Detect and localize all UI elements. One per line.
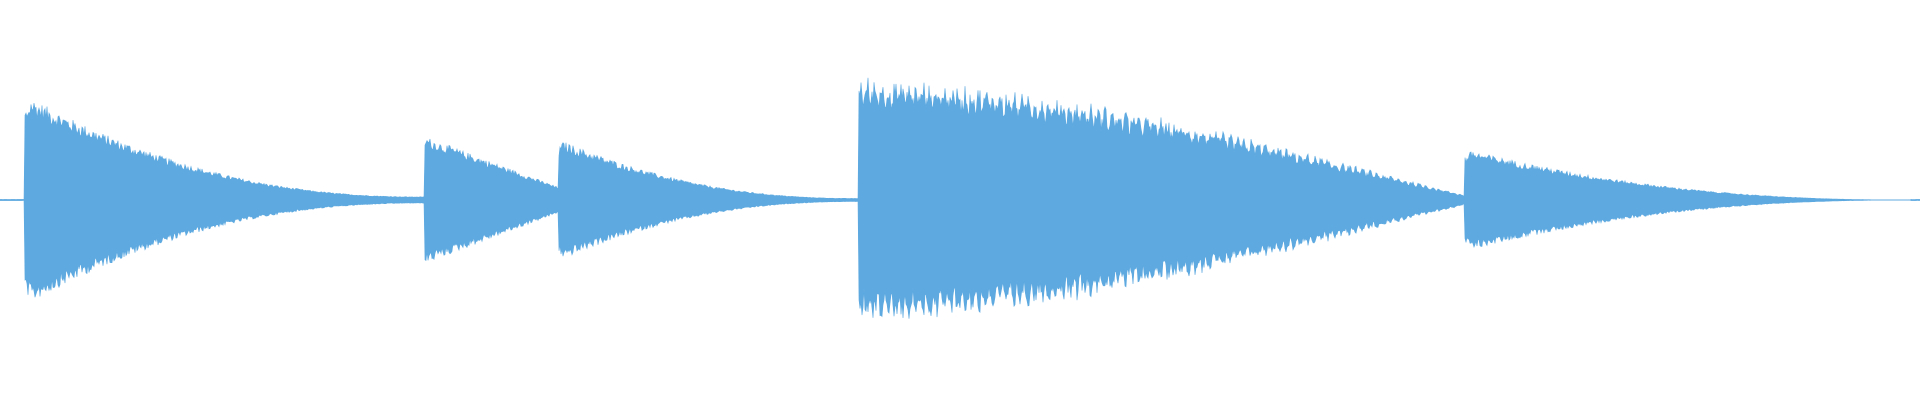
waveform-amplitude — [0, 77, 1920, 319]
